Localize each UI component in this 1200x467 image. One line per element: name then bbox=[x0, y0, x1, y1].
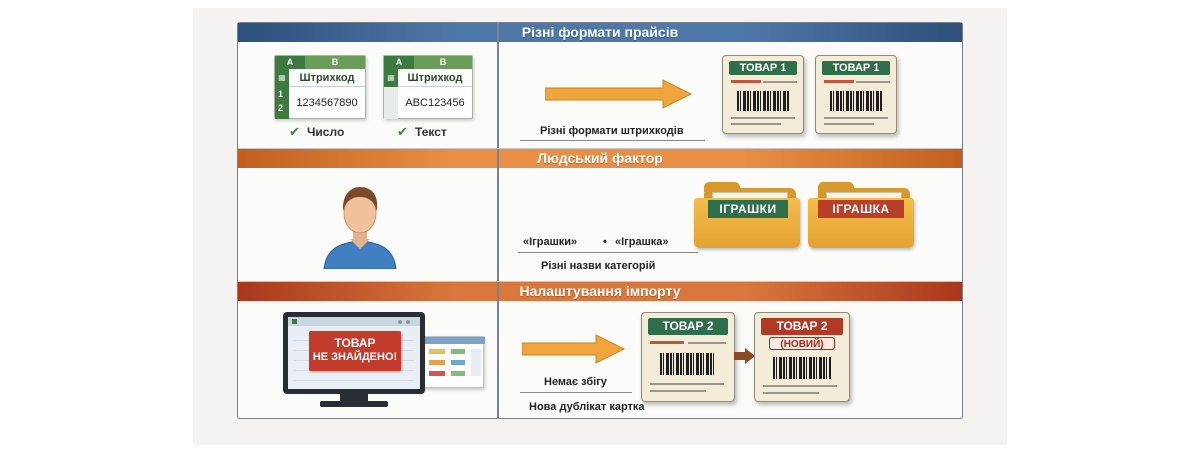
text-line bbox=[731, 123, 781, 125]
barcode-column-header: Штрихкод bbox=[398, 69, 472, 87]
monitor-base bbox=[320, 401, 388, 407]
folder-label: ІГРАШКИ bbox=[708, 200, 788, 218]
category-compare-right: «Іграшка» bbox=[615, 236, 669, 248]
underline bbox=[520, 392, 632, 393]
barcode-column-header: Штрихкод bbox=[289, 69, 365, 87]
number-format-caption: Число bbox=[307, 125, 345, 139]
person-icon bbox=[323, 187, 397, 269]
folder-icon: ІГРАШКА bbox=[808, 180, 914, 250]
column-a-header: A bbox=[384, 56, 414, 69]
category-names-label: Різні назви категорій bbox=[541, 260, 656, 272]
text-line bbox=[650, 341, 684, 344]
category-compare-separator: • bbox=[603, 236, 607, 248]
card-title: ТОВАР 1 bbox=[822, 61, 890, 75]
text-line bbox=[763, 385, 837, 387]
column-b-header: B bbox=[305, 56, 365, 69]
card-title: ТОВАР 2 bbox=[761, 318, 843, 335]
error-message: ТОВАР НЕ ЗНАЙДЕНО! bbox=[309, 331, 401, 371]
product-card: ТОВАР 2 bbox=[641, 312, 735, 402]
folder-icon: ІГРАШКИ bbox=[694, 180, 800, 250]
column-b-header: B bbox=[414, 56, 472, 69]
barcode-icon bbox=[773, 357, 831, 379]
check-icon: ✔ bbox=[289, 124, 300, 139]
new-badge: (НОВИЙ) bbox=[769, 337, 835, 350]
spreadsheet-number: A B ▦ 1 2 Штрихкод 1234567890 bbox=[274, 55, 366, 119]
text-line bbox=[824, 117, 888, 119]
monitor-stand bbox=[340, 394, 368, 402]
error-line-2: НЕ ЗНАЙДЕНО! bbox=[312, 351, 398, 363]
error-line-1: ТОВАР bbox=[334, 336, 376, 350]
arrow-right-icon bbox=[734, 348, 755, 364]
product-card: ТОВАР 1 bbox=[815, 55, 897, 134]
row-number: 1 bbox=[278, 89, 284, 99]
text-line bbox=[731, 117, 795, 119]
section-header-import-settings: Налаштування імпорту bbox=[238, 282, 962, 301]
product-card-new: ТОВАР 2 (НОВИЙ) bbox=[754, 312, 850, 402]
card-title: ТОВАР 1 bbox=[729, 61, 797, 75]
no-match-label: Немає збігу bbox=[544, 376, 607, 388]
arrow-right-icon bbox=[545, 79, 693, 109]
section-header-human-factor: Людський фактор bbox=[238, 149, 962, 168]
row-numbers bbox=[384, 87, 398, 119]
barcode-text-value: ABC123456 bbox=[405, 97, 465, 109]
text-line bbox=[824, 80, 854, 83]
column-divider bbox=[497, 22, 499, 419]
spreadsheet-window bbox=[420, 336, 485, 388]
text-line bbox=[824, 123, 874, 125]
underline bbox=[520, 140, 705, 141]
grid-icon: ▦ bbox=[384, 69, 398, 87]
text-line bbox=[856, 81, 890, 83]
text-line bbox=[650, 383, 724, 385]
barcode-number-value: 1234567890 bbox=[296, 97, 358, 109]
product-card: ТОВАР 1 bbox=[722, 55, 804, 134]
grid-icon: ▦ bbox=[275, 69, 289, 87]
row-divider-2 bbox=[238, 281, 962, 282]
duplicate-card-label: Нова дублікат картка bbox=[529, 401, 645, 413]
text-line bbox=[763, 81, 797, 83]
row-divider-1 bbox=[238, 148, 962, 149]
monitor-icon: ТОВАР НЕ ЗНАЙДЕНО! bbox=[283, 312, 425, 394]
arrow-right-icon bbox=[522, 334, 626, 364]
spreadsheet-text: A B ▦ Штрихкод ABC123456 bbox=[383, 55, 473, 119]
barcode-icon bbox=[660, 353, 716, 375]
barcode-formats-label: Різні формати штрихкодів bbox=[540, 125, 684, 137]
text-format-caption: Текст bbox=[415, 125, 447, 139]
card-title: ТОВАР 2 bbox=[648, 318, 728, 335]
folder-label: ІГРАШКА bbox=[818, 200, 904, 218]
barcode-icon bbox=[737, 91, 789, 111]
row-numbers: 1 2 bbox=[275, 87, 289, 119]
barcode-icon bbox=[830, 91, 882, 111]
category-compare-left: «Іграшки» bbox=[523, 236, 578, 248]
text-line bbox=[650, 390, 706, 392]
text-line bbox=[688, 342, 726, 344]
underline bbox=[518, 252, 698, 253]
section-header-price-formats: Різні формати прайсів bbox=[238, 23, 962, 42]
text-line bbox=[731, 80, 761, 83]
check-icon: ✔ bbox=[397, 124, 408, 139]
column-a-header: A bbox=[275, 56, 305, 69]
text-line bbox=[763, 392, 819, 394]
row-number: 2 bbox=[278, 103, 284, 113]
